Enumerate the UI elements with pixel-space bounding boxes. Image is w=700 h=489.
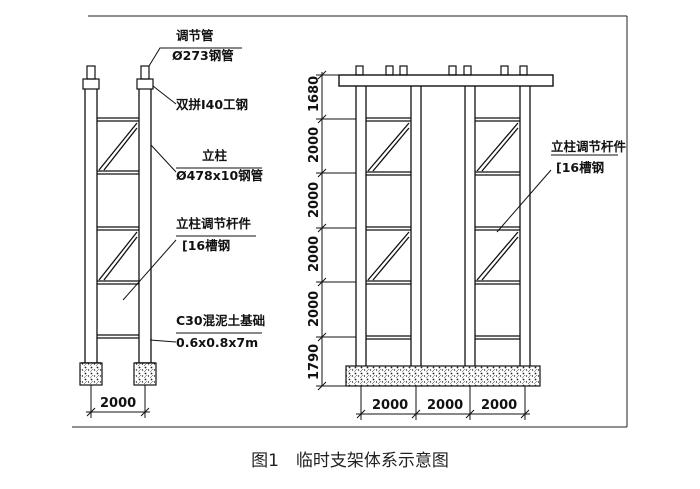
height-dim-2: 2000 bbox=[307, 127, 322, 163]
column-spec: Ø478x10钢管 bbox=[176, 168, 263, 183]
adjust-member-title-left: 立柱调节杆件 bbox=[176, 216, 252, 231]
left-width-label: 2000 bbox=[100, 396, 136, 411]
right-beam-head bbox=[136, 78, 154, 90]
left-foundation-a bbox=[79, 362, 103, 386]
width-dim-2: 2000 bbox=[427, 398, 463, 413]
left-beam-head bbox=[82, 78, 100, 90]
width-dim-1: 2000 bbox=[372, 398, 408, 413]
top-double-beam bbox=[338, 74, 554, 87]
width-dimension-chain bbox=[356, 386, 530, 420]
left-diagonal-braces bbox=[98, 122, 138, 281]
foundation-spec: 0.6x0.8x7m bbox=[176, 335, 258, 350]
width-dim-3: 2000 bbox=[481, 398, 517, 413]
right-adjust-pipe-cap bbox=[140, 65, 150, 80]
right-view-diagonals bbox=[367, 122, 519, 281]
top-caps bbox=[355, 65, 528, 76]
left-elevation bbox=[81, 65, 155, 364]
left-adjust-pipe-cap bbox=[86, 65, 96, 80]
left-leaders bbox=[122, 47, 177, 343]
left-horizontal-members bbox=[97, 117, 139, 339]
column-title: 立柱 bbox=[202, 148, 228, 163]
right-columns bbox=[355, 86, 531, 366]
adjust-member-title-right: 立柱调节杆件 bbox=[551, 139, 627, 154]
height-dim-5: 2000 bbox=[307, 291, 322, 327]
height-dim-1: 1680 bbox=[307, 76, 322, 112]
double-beam-label: 双拼I40工钢 bbox=[175, 97, 248, 112]
right-leader bbox=[496, 154, 618, 233]
right-view-left-bay-members bbox=[366, 117, 411, 340]
right-elevation bbox=[338, 65, 554, 366]
figure-caption: 图1 临时支架体系示意图 bbox=[251, 451, 449, 471]
right-foundation bbox=[345, 365, 541, 387]
adjust-pipe-title: 调节管 bbox=[176, 28, 214, 43]
height-dimension-chain bbox=[316, 70, 356, 391]
height-dim-6: 1790 bbox=[307, 344, 322, 380]
left-column bbox=[84, 89, 98, 363]
left-foundation-b bbox=[133, 362, 157, 386]
foundation-title: C30混泥土基础 bbox=[176, 313, 265, 328]
left-width-dimension bbox=[86, 385, 150, 418]
height-dim-3: 2000 bbox=[307, 182, 322, 218]
adjust-member-spec-right: [16槽钢 bbox=[556, 160, 604, 175]
right-view-right-bay-members bbox=[475, 117, 520, 340]
right-column bbox=[138, 89, 152, 363]
height-dim-4: 2000 bbox=[307, 236, 322, 272]
adjust-pipe-spec: Ø273钢管 bbox=[172, 48, 234, 63]
adjust-member-spec-left: [16槽钢 bbox=[182, 238, 230, 253]
